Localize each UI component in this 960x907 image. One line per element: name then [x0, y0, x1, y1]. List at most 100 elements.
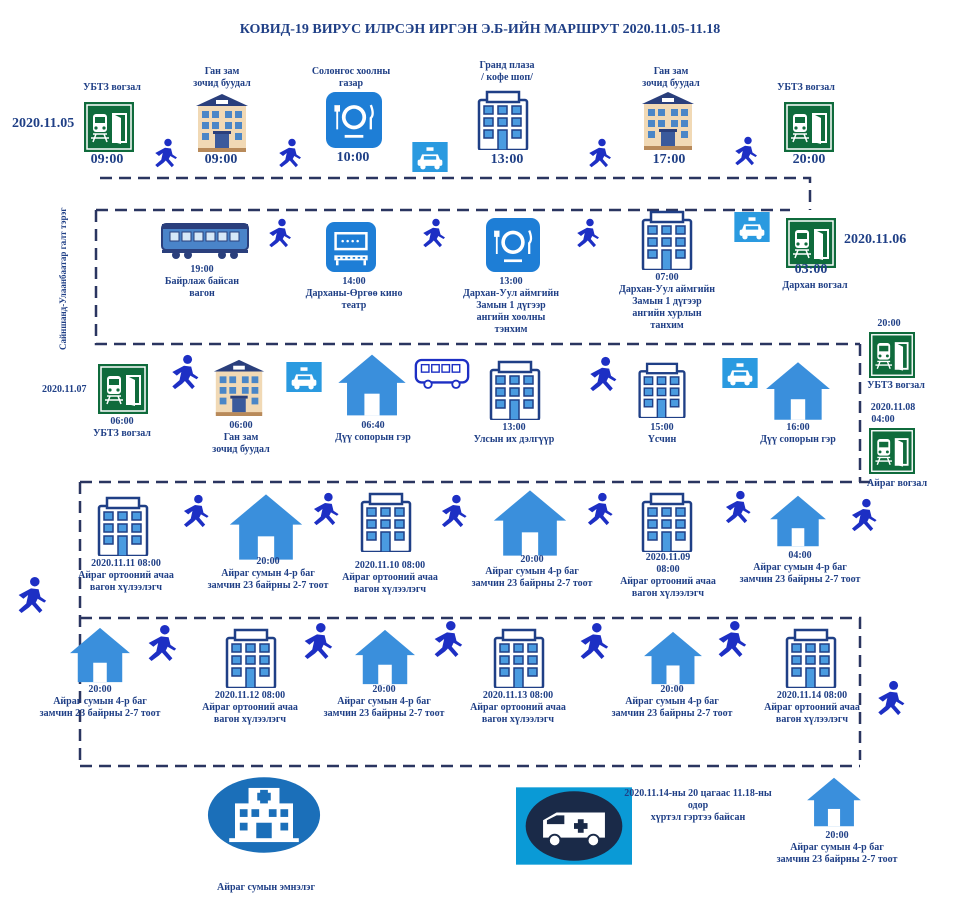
hotel-icon [192, 92, 252, 152]
taxi-icon [412, 142, 448, 172]
office-building-icon [220, 628, 282, 688]
office-building-icon [488, 628, 550, 688]
walking-person-icon [712, 620, 750, 658]
walking-person-icon [264, 218, 294, 248]
hotel-icon [210, 358, 268, 416]
hospital-icon [206, 776, 322, 854]
office-building-icon [634, 362, 690, 418]
office-building-icon [636, 492, 698, 552]
train-station-icon [866, 332, 918, 378]
bus-icon [414, 358, 470, 390]
walking-person-icon [150, 138, 180, 168]
row1-s3-time: 10:00 [336, 150, 370, 165]
cinema-icon [326, 222, 376, 272]
row1-s6-time: 20:00 [792, 152, 826, 167]
house-icon [638, 630, 708, 686]
row1-s2-time: 09:00 [204, 152, 238, 167]
house-icon [224, 492, 308, 562]
train-station-icon [786, 218, 836, 268]
walking-person-icon [584, 138, 614, 168]
row1-s4-label: Гранд плаза/ кофе шоп/ [479, 60, 535, 83]
house-icon [800, 776, 868, 828]
row1-s1-label: УБТЗ вогзал [83, 82, 141, 93]
office-building-icon [92, 496, 154, 556]
row1-s6-label: УБТЗ вогзал [777, 82, 835, 93]
date-2020-11-07: 2020.11.07 [42, 384, 87, 395]
walking-person-icon [274, 138, 304, 168]
house-icon [350, 628, 420, 686]
office-building-icon [780, 628, 842, 688]
hotel-icon [638, 90, 698, 150]
row3-s8-label: Айраг вогзал [866, 478, 928, 489]
train-station-icon [98, 364, 148, 414]
walking-person-icon [584, 356, 620, 392]
train-station-icon [84, 102, 134, 152]
walking-person-icon [846, 498, 880, 532]
row1-s5-time: 17:00 [652, 152, 686, 167]
ambulance-icon [516, 786, 632, 866]
walking-person-icon [142, 624, 180, 662]
taxi-icon [734, 212, 770, 242]
house-icon [488, 488, 572, 558]
date-2020-11-05: 2020.11.05 [12, 116, 75, 131]
side-label: Сайншанд-Улаанбаатар галт тэрэг [58, 207, 68, 350]
walking-person-icon [12, 576, 50, 614]
walking-person-icon [178, 494, 212, 528]
hospital-label: Айраг сумын эмнэлэг [216, 882, 316, 893]
train-station-icon [784, 102, 834, 152]
house-icon [66, 626, 134, 684]
walking-person-icon [720, 490, 754, 524]
restaurant-icon [486, 218, 540, 272]
row2-s5-time: 03:00 [794, 262, 828, 277]
taxi-icon [286, 362, 322, 392]
date-2020-11-08: 2020.11.08 [870, 402, 916, 413]
train-car-icon [160, 220, 250, 260]
office-building-icon [356, 492, 416, 552]
office-building-icon [636, 210, 698, 270]
office-building-icon [472, 90, 534, 150]
walking-person-icon [418, 218, 448, 248]
walking-person-icon [572, 218, 602, 248]
row3-s7-label: УБТЗ вогзал [867, 380, 925, 391]
walking-person-icon [308, 492, 342, 526]
house-icon [766, 494, 830, 548]
walking-person-icon [428, 620, 466, 658]
walking-person-icon [730, 136, 760, 166]
walking-person-icon [436, 494, 470, 528]
office-building-icon [484, 360, 546, 420]
walking-person-icon [166, 354, 202, 390]
row1-s1-time: 09:00 [90, 152, 124, 167]
walking-person-icon [872, 680, 908, 716]
date-2020-11-06: 2020.11.06 [844, 232, 907, 247]
house-icon [762, 360, 834, 422]
row2-s5-label: Дархан вогзал [782, 280, 848, 291]
page-title: КОВИД-19 ВИРУС ИЛРСЭН ИРГЭН Э.Б-ИЙН МАРШ… [239, 22, 721, 37]
train-station-icon [866, 428, 918, 474]
